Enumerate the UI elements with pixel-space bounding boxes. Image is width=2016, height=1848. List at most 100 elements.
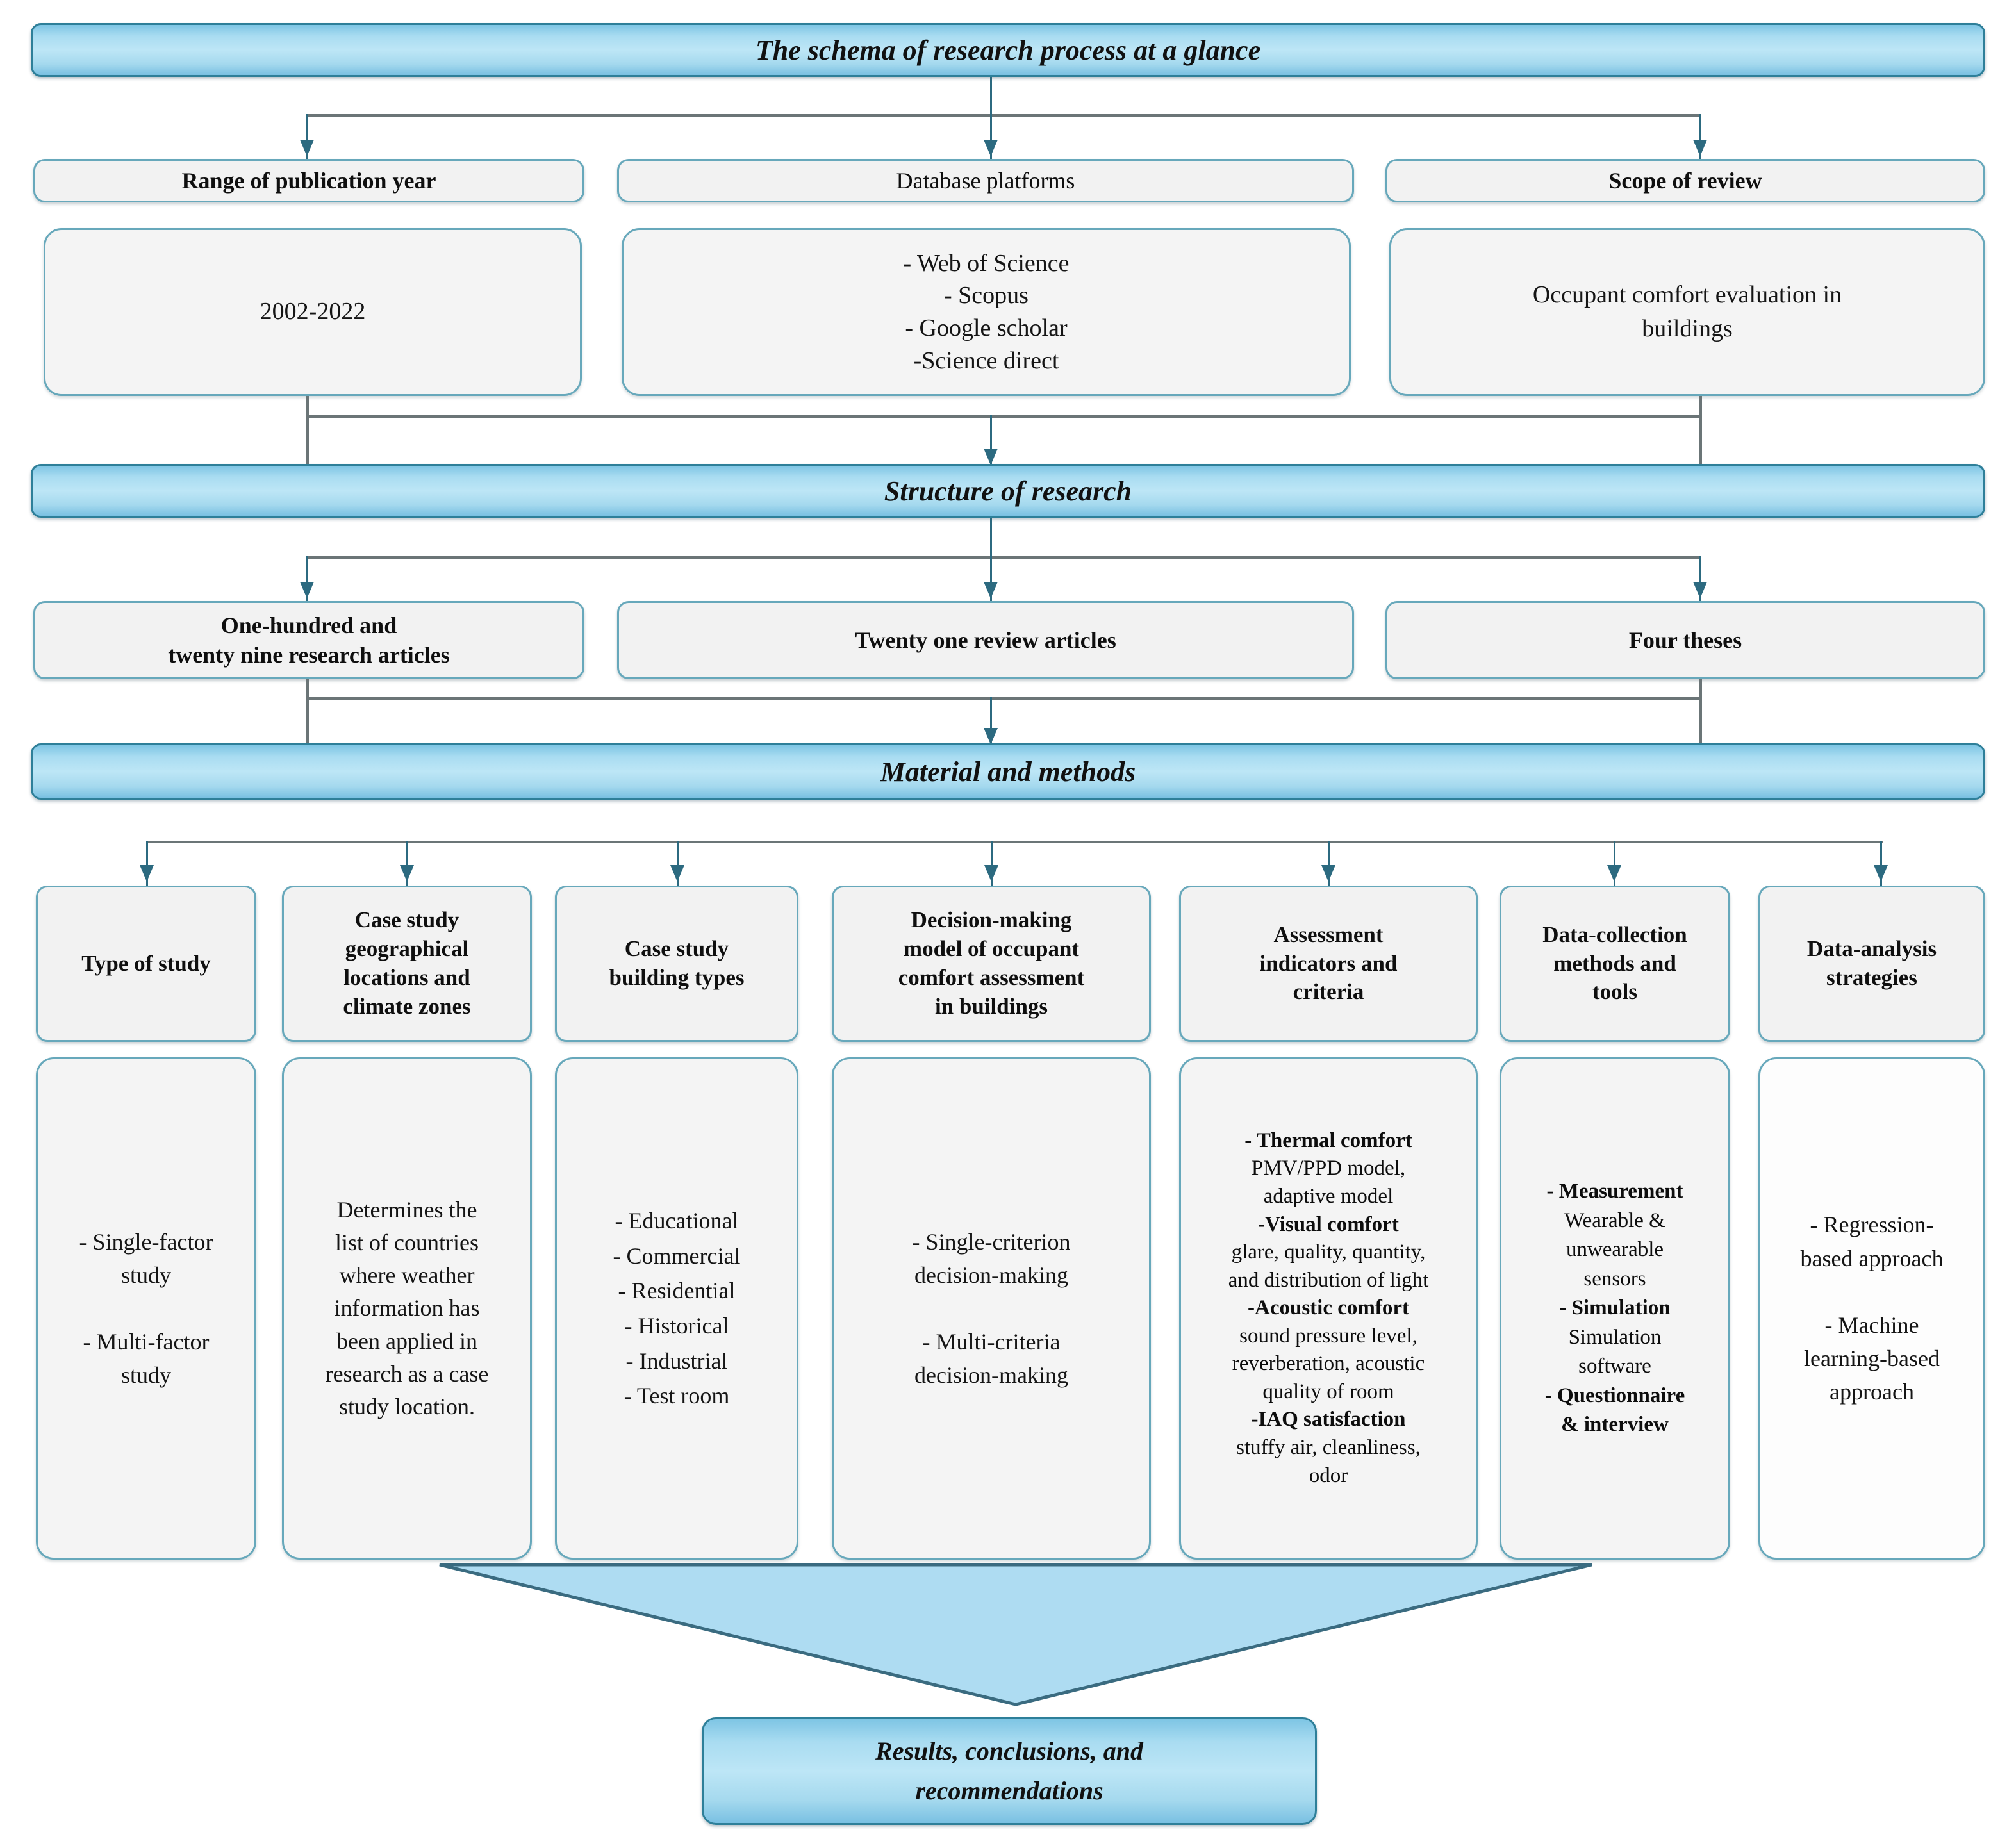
body-publication-range-text: 2002-2022 (260, 298, 366, 326)
header-assessment-indicators-label: Assessment indicators and criteria (1259, 921, 1398, 1005)
header-research-articles[interactable]: One-hundred and twenty nine research art… (33, 601, 584, 679)
assessment-item: -Acoustic comfort sound pressure level, … (1228, 1294, 1429, 1406)
banner-material-label: Material and methods (880, 755, 1136, 788)
connector-s1-to-structure (990, 415, 992, 465)
banner-material-and-methods: Material and methods (31, 743, 1985, 800)
header-data-collection-methods[interactable]: Data-collection methods and tools (1500, 886, 1730, 1042)
data-collection-list: - Measurement Wearable & unwearable sens… (1542, 1177, 1687, 1440)
header-four-theses[interactable]: Four theses (1385, 601, 1985, 679)
body-case-study-building-types-text: - Educational - Commercial - Residential… (613, 1207, 741, 1409)
connector-s2-left-riser (306, 679, 309, 743)
assessment-item-detail: stuffy air, cleanliness, odor (1236, 1435, 1421, 1487)
assessment-item-detail: PMV/PPD model, adaptive model (1251, 1157, 1406, 1209)
body-scope-of-review: Occupant comfort evaluation in buildings (1389, 228, 1985, 396)
header-data-analysis-strategies-label: Data-analysis strategies (1806, 936, 1937, 990)
arrowhead-structure (984, 449, 998, 465)
header-scope-label: Scope of review (1608, 167, 1762, 194)
data-collection-item-detail: Simulation software (1568, 1325, 1662, 1378)
connector-structure-drop-1 (306, 556, 308, 602)
funnel-arrow-icon (436, 1561, 1596, 1708)
header-data-analysis-strategies[interactable]: Data-analysis strategies (1758, 886, 1985, 1042)
connector-s2-to-material (990, 697, 992, 745)
body-case-study-geographical-text: Determines the list of countries where w… (325, 1197, 489, 1419)
connector-s2-bus (306, 697, 1702, 700)
assessment-item-detail: sound pressure level, reverberation, aco… (1232, 1324, 1425, 1403)
header-range-of-publication-year[interactable]: Range of publication year (33, 159, 584, 202)
arrowhead-top-3 (1693, 140, 1707, 156)
body-database-platforms-text: - Web of Science - Scopus - Google schol… (903, 249, 1070, 374)
data-collection-item-title: - Measurement (1546, 1180, 1683, 1203)
header-case-study-geographical[interactable]: Case study geographical locations and cl… (282, 886, 532, 1042)
body-decision-making-model-text: - Single-criterion decision-making - Mul… (912, 1228, 1071, 1389)
assessment-item-title: -Acoustic comfort (1248, 1296, 1409, 1320)
arrowhead-material (984, 728, 998, 745)
banner-structure-label: Structure of research (884, 475, 1132, 507)
banner-top: The schema of research process at a glan… (31, 23, 1985, 77)
header-case-study-geographical-label: Case study geographical locations and cl… (343, 907, 471, 1019)
connector-material-drop-3 (677, 841, 679, 886)
assessment-item: -Visual comfort glare, quality, quantity… (1228, 1211, 1429, 1295)
connector-structure-bus (306, 556, 1700, 559)
body-data-analysis-strategies-text: - Regression- based approach - Machine l… (1800, 1212, 1944, 1405)
connector-material-drop-6 (1614, 841, 1615, 886)
connector-structure-drop-2 (990, 556, 992, 602)
connector-material-drop-4 (991, 841, 993, 886)
arrowhead-material-7 (1874, 865, 1888, 882)
header-data-collection-methods-label: Data-collection methods and tools (1542, 921, 1687, 1005)
header-database-label: Database platforms (896, 167, 1075, 194)
arrowhead-material-1 (140, 865, 154, 882)
body-type-of-study-text: - Single-factor study - Multi-factor stu… (79, 1228, 213, 1389)
connector-material-drop-5 (1328, 841, 1330, 886)
arrowhead-structure-2 (984, 582, 998, 598)
header-research-articles-label: One-hundred and twenty nine research art… (168, 612, 450, 668)
header-review-articles[interactable]: Twenty one review articles (617, 601, 1354, 679)
assessment-item-title: -IAQ satisfaction (1251, 1408, 1406, 1431)
banner-results-conclusions: Results, conclusions, and recommendation… (702, 1717, 1317, 1825)
data-collection-item-title: - Questionnaire & interview (1544, 1383, 1685, 1437)
arrowhead-material-4 (984, 865, 998, 882)
connector-structure-stem (990, 518, 992, 557)
body-data-analysis-strategies: - Regression- based approach - Machine l… (1758, 1057, 1985, 1560)
header-assessment-indicators[interactable]: Assessment indicators and criteria (1179, 886, 1478, 1042)
data-collection-item: - Measurement Wearable & unwearable sens… (1545, 1177, 1685, 1294)
body-type-of-study: - Single-factor study - Multi-factor stu… (36, 1057, 256, 1560)
assessment-list: - Thermal comfort PMV/PPD model, adaptiv… (1226, 1127, 1432, 1490)
header-scope-of-review[interactable]: Scope of review (1385, 159, 1985, 202)
header-type-of-study-label: Type of study (81, 950, 211, 976)
header-decision-making-model-label: Decision-making model of occupant comfor… (898, 907, 1085, 1019)
arrowhead-material-5 (1321, 865, 1335, 882)
header-type-of-study[interactable]: Type of study (36, 886, 256, 1042)
connector-s1-bus (306, 415, 1702, 418)
assessment-item: - Thermal comfort PMV/PPD model, adaptiv… (1228, 1127, 1429, 1211)
body-case-study-geographical: Determines the list of countries where w… (282, 1057, 532, 1560)
arrowhead-material-3 (670, 865, 684, 882)
header-database-platforms[interactable]: Database platforms (617, 159, 1354, 202)
data-collection-item: - Simulation Simulation software (1545, 1294, 1685, 1382)
header-case-study-building-types-label: Case study building types (609, 936, 745, 990)
header-case-study-building-types[interactable]: Case study building types (555, 886, 798, 1042)
assessment-item-title: - Thermal comfort (1244, 1128, 1412, 1152)
header-decision-making-model[interactable]: Decision-making model of occupant comfor… (832, 886, 1151, 1042)
arrowhead-material-2 (400, 865, 414, 882)
connector-top-bus (306, 114, 1700, 117)
arrowhead-structure-3 (1693, 582, 1707, 598)
assessment-item-title: -Visual comfort (1258, 1212, 1399, 1236)
body-case-study-building-types: - Educational - Commercial - Residential… (555, 1057, 798, 1560)
connector-top-drop-2 (990, 114, 992, 160)
arrowhead-top-2 (984, 140, 998, 156)
body-decision-making-model: - Single-criterion decision-making - Mul… (832, 1057, 1151, 1560)
connector-s1-left-riser (306, 396, 309, 465)
connector-top-drop-3 (1699, 114, 1701, 160)
assessment-item-detail: glare, quality, quantity, and distributi… (1228, 1241, 1429, 1292)
arrowhead-structure-1 (300, 582, 314, 598)
data-collection-item-title: - Simulation (1559, 1296, 1671, 1320)
connector-material-drop-2 (406, 841, 408, 886)
arrowhead-material-6 (1607, 865, 1621, 882)
connector-s1-right-riser (1699, 396, 1702, 465)
header-range-label: Range of publication year (181, 167, 436, 194)
body-scope-of-review-text: Occupant comfort evaluation in buildings (1532, 281, 1842, 342)
body-data-collection-methods: - Measurement Wearable & unwearable sens… (1500, 1057, 1730, 1560)
connector-material-bus (146, 841, 1883, 843)
header-four-theses-label: Four theses (1628, 627, 1742, 653)
